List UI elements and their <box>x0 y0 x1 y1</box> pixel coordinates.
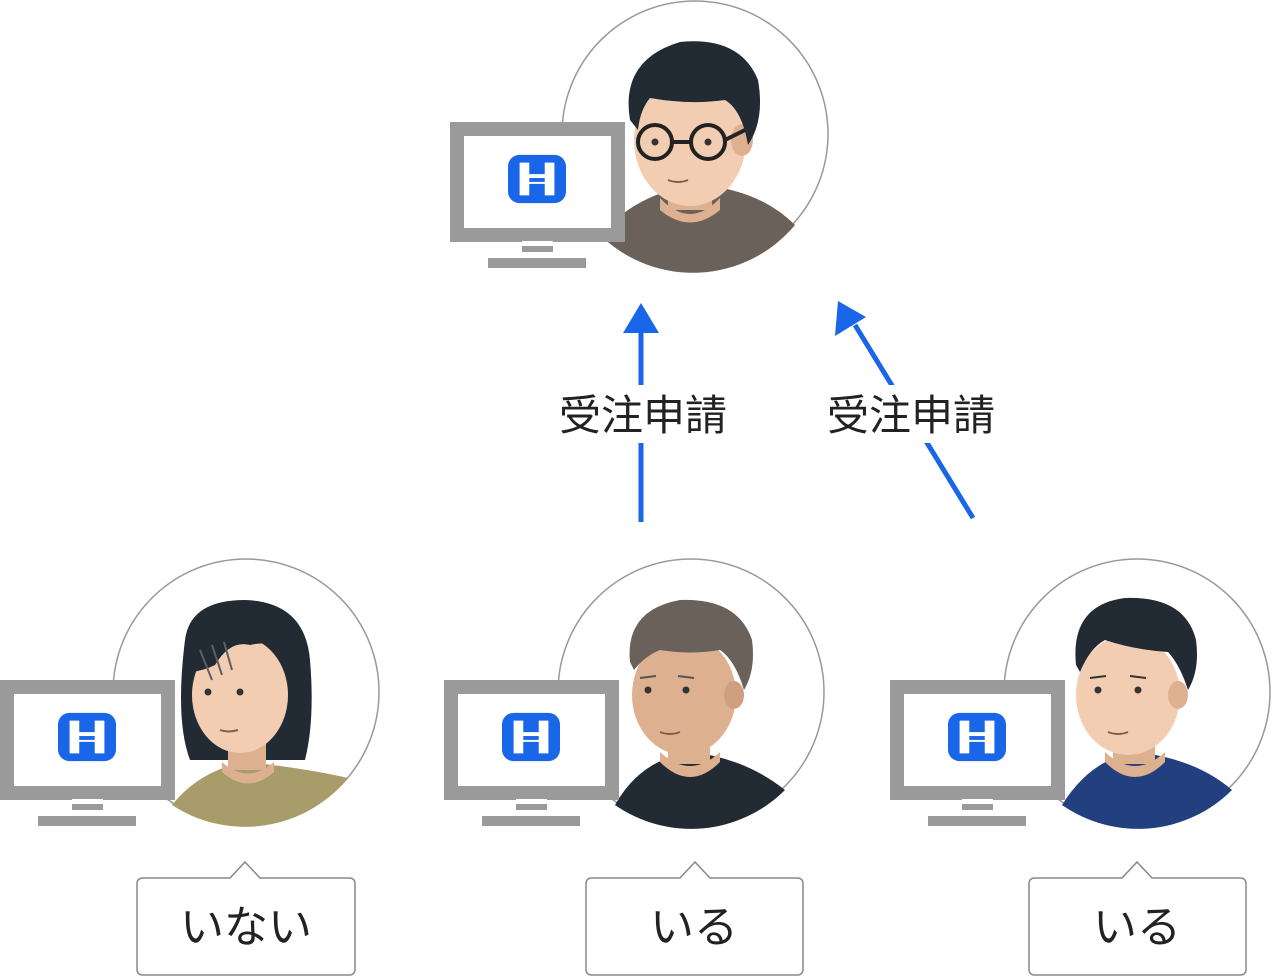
bubble-3: いる <box>1028 860 1247 976</box>
arrow-up-icon <box>835 301 866 336</box>
sender-person-2 <box>444 558 825 829</box>
app-logo-icon <box>948 712 1006 762</box>
arrow-up-icon <box>623 303 659 333</box>
app-logo-icon <box>508 154 566 204</box>
recipient-person <box>450 0 829 273</box>
bubble-2: いる <box>585 860 804 976</box>
person-avatar-icon <box>1062 597 1232 829</box>
arrow-1-label: 受注申請 <box>559 391 727 440</box>
arrow-2: 受注申請 <box>815 301 1007 520</box>
person-avatar-icon <box>172 600 348 827</box>
person-avatar-icon <box>600 41 795 273</box>
person-avatar-icon <box>615 599 785 829</box>
sender-person-3 <box>890 558 1271 829</box>
sender-person-1 <box>0 558 380 827</box>
bubble-2-text: いる <box>650 902 738 953</box>
bubble-1: いない <box>136 860 356 976</box>
arrow-1: 受注申請 <box>548 303 738 522</box>
bubble-3-text: いる <box>1093 902 1181 953</box>
app-logo-icon <box>502 712 560 762</box>
arrow-2-label: 受注申請 <box>827 391 995 440</box>
app-logo-icon <box>58 712 116 762</box>
bubble-1-text: いない <box>180 902 312 953</box>
